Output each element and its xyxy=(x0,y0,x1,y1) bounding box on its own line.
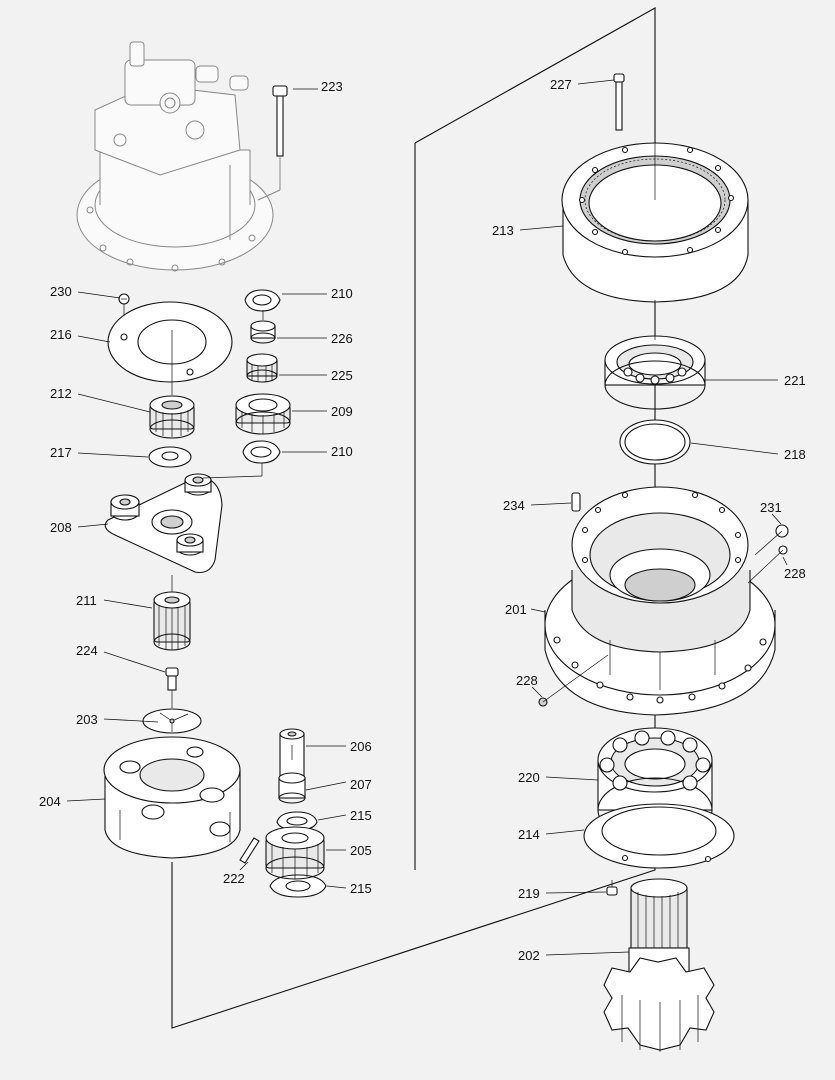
callout-206: 206 xyxy=(350,739,372,754)
callout-224: 224 xyxy=(76,643,98,658)
part-228-plug-right xyxy=(747,545,788,584)
part-218-seal xyxy=(619,419,691,465)
callout-228-right: 228 xyxy=(784,566,806,581)
part-204-carrier xyxy=(103,736,241,859)
callout-201: 201 xyxy=(505,602,527,617)
part-225-needle-bearing xyxy=(246,353,278,383)
callout-220: 220 xyxy=(518,770,540,785)
part-220-bearing xyxy=(597,727,713,843)
callout-213: 213 xyxy=(492,223,514,238)
part-234-pin xyxy=(571,492,581,512)
part-219-screw xyxy=(606,880,618,896)
part-223-bolt xyxy=(257,85,288,201)
callout-228-left: 228 xyxy=(516,673,538,688)
assembly-axis-lines xyxy=(171,130,656,708)
callout-203: 203 xyxy=(76,712,98,727)
part-212-sun-gear xyxy=(149,395,195,439)
callout-230: 230 xyxy=(50,284,72,299)
swing-motor-ghost xyxy=(76,41,274,272)
callout-221: 221 xyxy=(784,373,806,388)
callout-209: 209 xyxy=(331,404,353,419)
callout-214: 214 xyxy=(518,827,540,842)
callout-208: 208 xyxy=(50,520,72,535)
callout-215-bottom: 215 xyxy=(350,881,372,896)
part-205-planet-gear xyxy=(265,826,325,880)
callout-204: 204 xyxy=(39,794,61,809)
callout-207: 207 xyxy=(350,777,372,792)
part-230-screw xyxy=(118,293,130,322)
part-222-pin xyxy=(239,837,260,864)
callout-216: 216 xyxy=(50,327,72,342)
callout-222: 222 xyxy=(223,871,245,886)
callout-227: 227 xyxy=(550,77,572,92)
part-215-thrust-washer-bottom xyxy=(269,874,327,898)
part-202-pinion-shaft xyxy=(603,878,715,1052)
part-224-bolt xyxy=(165,667,179,691)
part-228-plug-left xyxy=(538,654,609,707)
part-211-sun-gear xyxy=(153,575,191,651)
callout-218: 218 xyxy=(784,447,806,462)
callout-226: 226 xyxy=(331,331,353,346)
callout-225: 225 xyxy=(331,368,353,383)
callout-212: 212 xyxy=(50,386,72,401)
part-210-thrust-washer-top xyxy=(244,289,281,312)
callout-231: 231 xyxy=(760,500,782,515)
callout-210-bottom: 210 xyxy=(331,444,353,459)
part-216-plate xyxy=(107,301,233,383)
part-226-bushing xyxy=(250,320,276,344)
callout-210-top: 210 xyxy=(331,286,353,301)
callout-223: 223 xyxy=(321,79,343,94)
callout-219: 219 xyxy=(518,886,540,901)
part-201-housing xyxy=(544,486,776,716)
part-203-plate xyxy=(142,708,202,734)
callout-215-top: 215 xyxy=(350,808,372,823)
callout-202: 202 xyxy=(518,948,540,963)
part-221-bearing xyxy=(604,335,706,410)
part-209-planet-gear xyxy=(235,393,291,435)
part-208-carrier xyxy=(104,463,263,574)
callout-211: 211 xyxy=(76,593,97,608)
part-217-washer xyxy=(148,446,192,468)
part-231-plug xyxy=(754,524,789,556)
callout-234: 234 xyxy=(503,498,525,513)
assembly-frame-line xyxy=(171,7,656,1029)
part-227-bolt xyxy=(613,73,625,131)
callout-labels: 223 230 216 210 226 225 212 209 217 210 … xyxy=(39,77,806,963)
leader-lines xyxy=(66,79,788,956)
part-210-thrust-washer-bottom xyxy=(242,440,281,464)
part-206-shaft xyxy=(279,728,305,777)
part-214-plate xyxy=(583,803,735,869)
callout-205: 205 xyxy=(350,843,372,858)
callout-217: 217 xyxy=(50,445,72,460)
part-207-bushing xyxy=(278,772,306,804)
